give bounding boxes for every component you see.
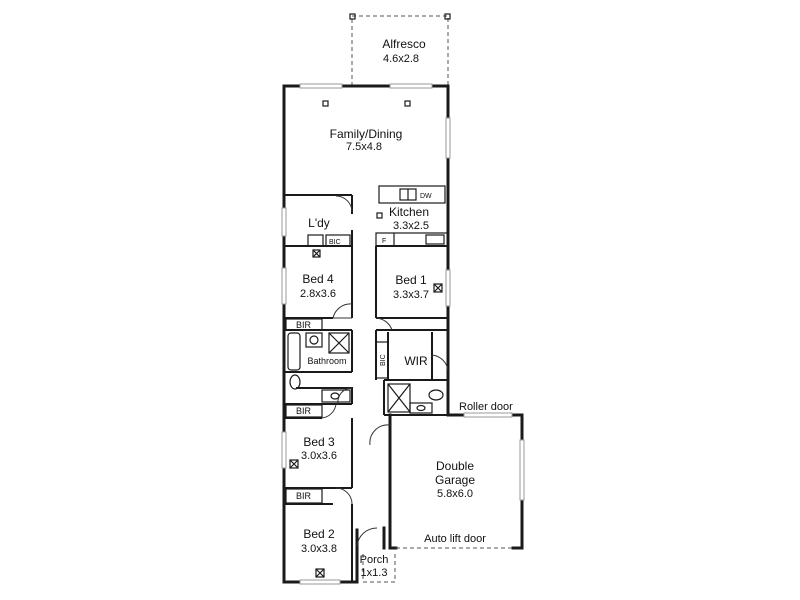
exterior-walls <box>282 84 524 584</box>
porch-size: 1x1.3 <box>361 567 388 579</box>
alfresco-area <box>349 13 451 86</box>
garage-name-2: Garage <box>435 473 475 487</box>
interior-walls <box>284 194 448 582</box>
laundry-name: L'dy <box>308 216 330 230</box>
alfresco-name: Alfresco <box>382 37 426 51</box>
kitchen-name: Kitchen <box>389 205 429 219</box>
garage-doors <box>362 547 513 583</box>
bathroom-fixtures <box>287 332 444 414</box>
ceiling-markers <box>289 100 443 578</box>
windows <box>281 83 525 585</box>
wir-bic-label: BIC <box>380 354 387 366</box>
porch-name: Porch <box>360 554 389 566</box>
garage-name: Double <box>436 459 474 473</box>
fridge-label: F <box>382 238 386 245</box>
bed2-size: 3.0x3.8 <box>301 543 337 555</box>
bed1-size: 3.3x3.7 <box>393 289 429 301</box>
bed4-name: Bed 4 <box>302 272 334 286</box>
bed3-size: 3.0x3.6 <box>301 450 337 462</box>
laundry-bic-label: BIC <box>329 239 341 246</box>
bed1-name: Bed 1 <box>395 273 427 287</box>
bed4-size: 2.8x3.6 <box>300 288 336 300</box>
bed2-name: Bed 2 <box>303 527 335 541</box>
doors <box>321 195 449 547</box>
alfresco-size: 4.6x2.8 <box>383 53 419 65</box>
bed2-bir-label: BIR <box>296 491 312 501</box>
bed4-bir-label: BIR <box>296 320 312 330</box>
wir-name: WIR <box>404 354 428 368</box>
kitchen-size: 3.3x2.5 <box>393 220 429 232</box>
room-labels: Alfresco 4.6x2.8 Family/Dining 7.5x4.8 K… <box>300 37 513 579</box>
bathroom-name: Bathroom <box>307 356 346 366</box>
auto-lift-door-label: Auto lift door <box>424 533 486 545</box>
garage-size: 5.8x6.0 <box>437 488 473 500</box>
family-name: Family/Dining <box>330 127 403 141</box>
bed3-name: Bed 3 <box>303 435 335 449</box>
family-size: 7.5x4.8 <box>346 141 382 153</box>
roller-door-label: Roller door <box>459 401 513 413</box>
dishwasher-label: DW <box>420 193 432 200</box>
kitchen-fixtures: DW F <box>375 185 449 247</box>
robes: BIR BIR BIR BIC <box>285 318 389 504</box>
laundry-fixtures: BIC <box>307 234 351 258</box>
bed3-bir-label: BIR <box>296 406 312 416</box>
